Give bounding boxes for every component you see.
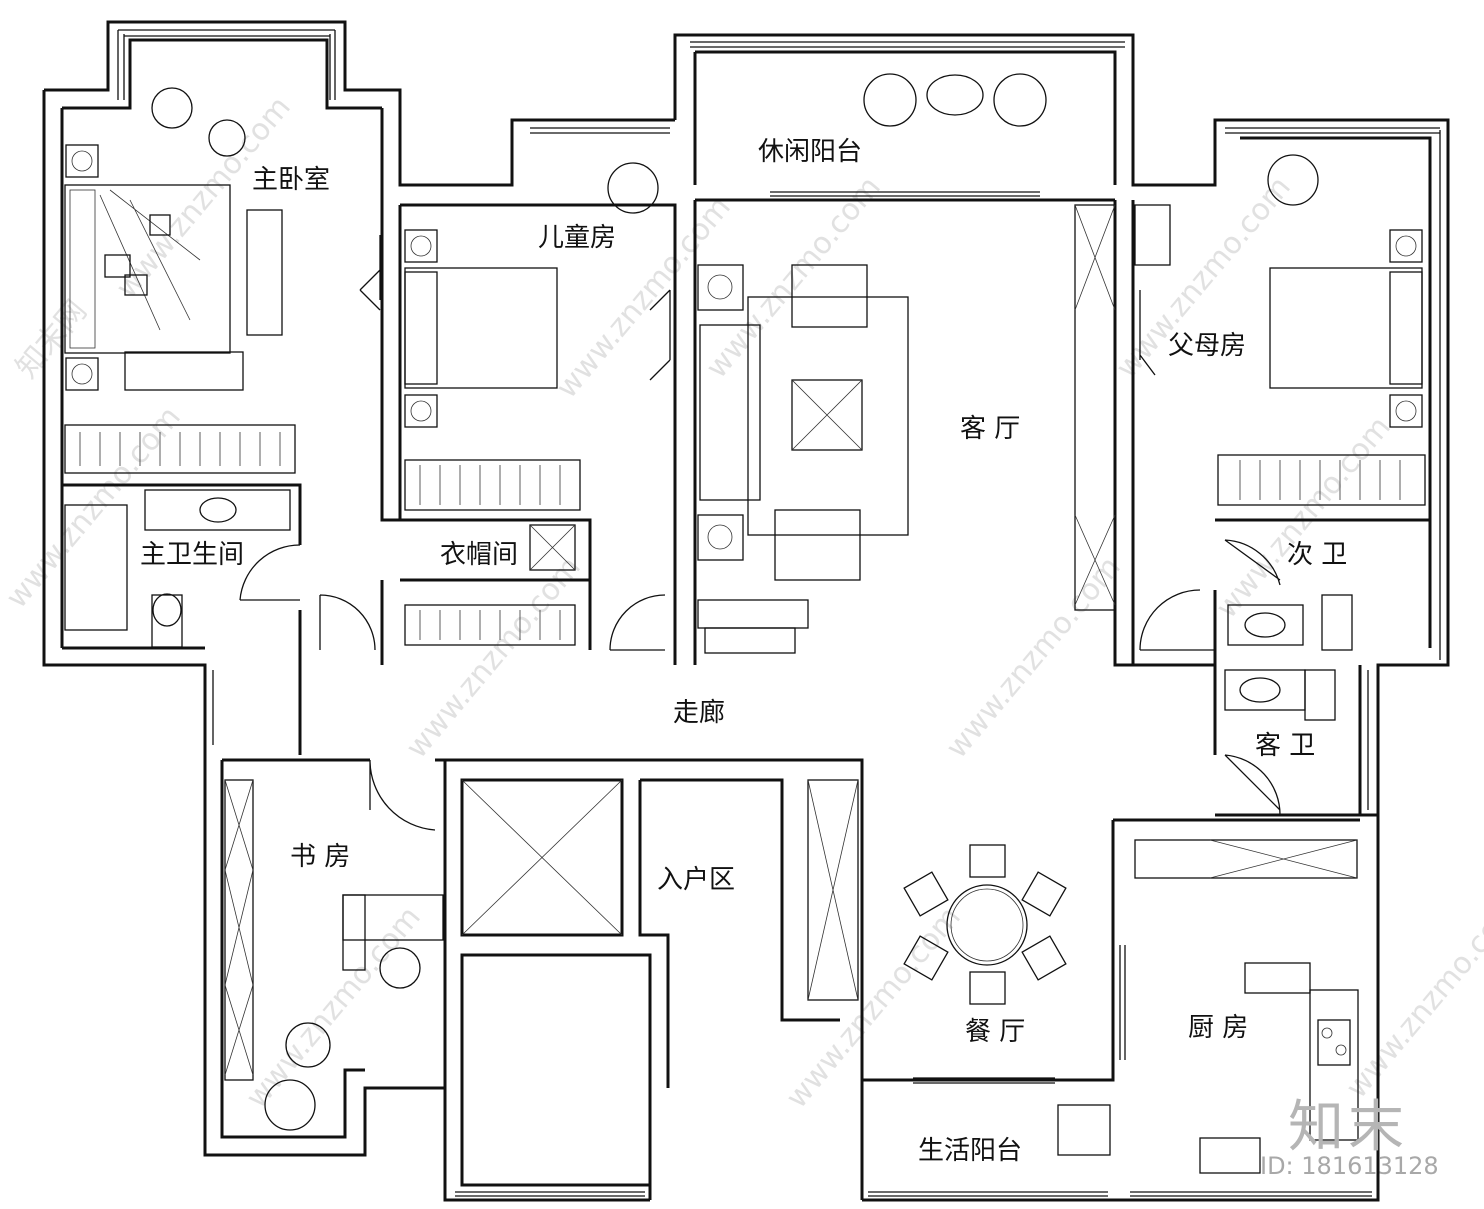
label-cloakroom: 衣帽间 xyxy=(440,540,518,570)
label-master-bedroom: 主卧室 xyxy=(252,165,330,195)
label-dining: 餐 厅 xyxy=(965,1017,1025,1047)
label-kitchen: 厨 房 xyxy=(1188,1013,1248,1043)
watermark-text: www.znzmo.com xyxy=(939,550,1128,765)
watermark-text: www.znzmo.com xyxy=(1209,410,1398,625)
watermark-text: www.znzmo.com xyxy=(239,900,428,1115)
windows xyxy=(117,29,1441,1197)
room-labels: 主卧室 儿童房 休闲阳台 父母房 客 厅 主卫生间 衣帽间 次 卫 走廊 客 卫… xyxy=(140,137,1347,1166)
label-kids-room: 儿童房 xyxy=(538,223,616,253)
furniture xyxy=(64,73,1426,1174)
watermark-text: 知末网 xyxy=(9,294,94,385)
walls xyxy=(42,20,1450,1202)
doors xyxy=(239,235,1281,831)
label-corridor: 走廊 xyxy=(673,698,725,728)
watermark-text: www.znzmo.com xyxy=(109,90,298,305)
label-service-balcony: 生活阳台 xyxy=(918,1136,1022,1166)
label-entry: 入户区 xyxy=(657,865,735,895)
label-guest-bath: 客 卫 xyxy=(1255,731,1315,761)
watermark-logo: 知末 xyxy=(1288,1095,1408,1160)
label-study: 书 房 xyxy=(290,842,350,872)
label-master-bath: 主卫生间 xyxy=(140,540,244,570)
watermark-text: www.znzmo.com xyxy=(399,550,588,765)
label-living-room: 客 厅 xyxy=(960,414,1020,444)
label-leisure-balcony: 休闲阳台 xyxy=(758,137,862,167)
label-parents-room: 父母房 xyxy=(1168,331,1246,361)
watermark-text: www.znzmo.com xyxy=(1339,890,1484,1105)
label-second-bath: 次 卫 xyxy=(1287,540,1347,570)
watermark-id: ID: 181613128 xyxy=(1260,1152,1439,1180)
